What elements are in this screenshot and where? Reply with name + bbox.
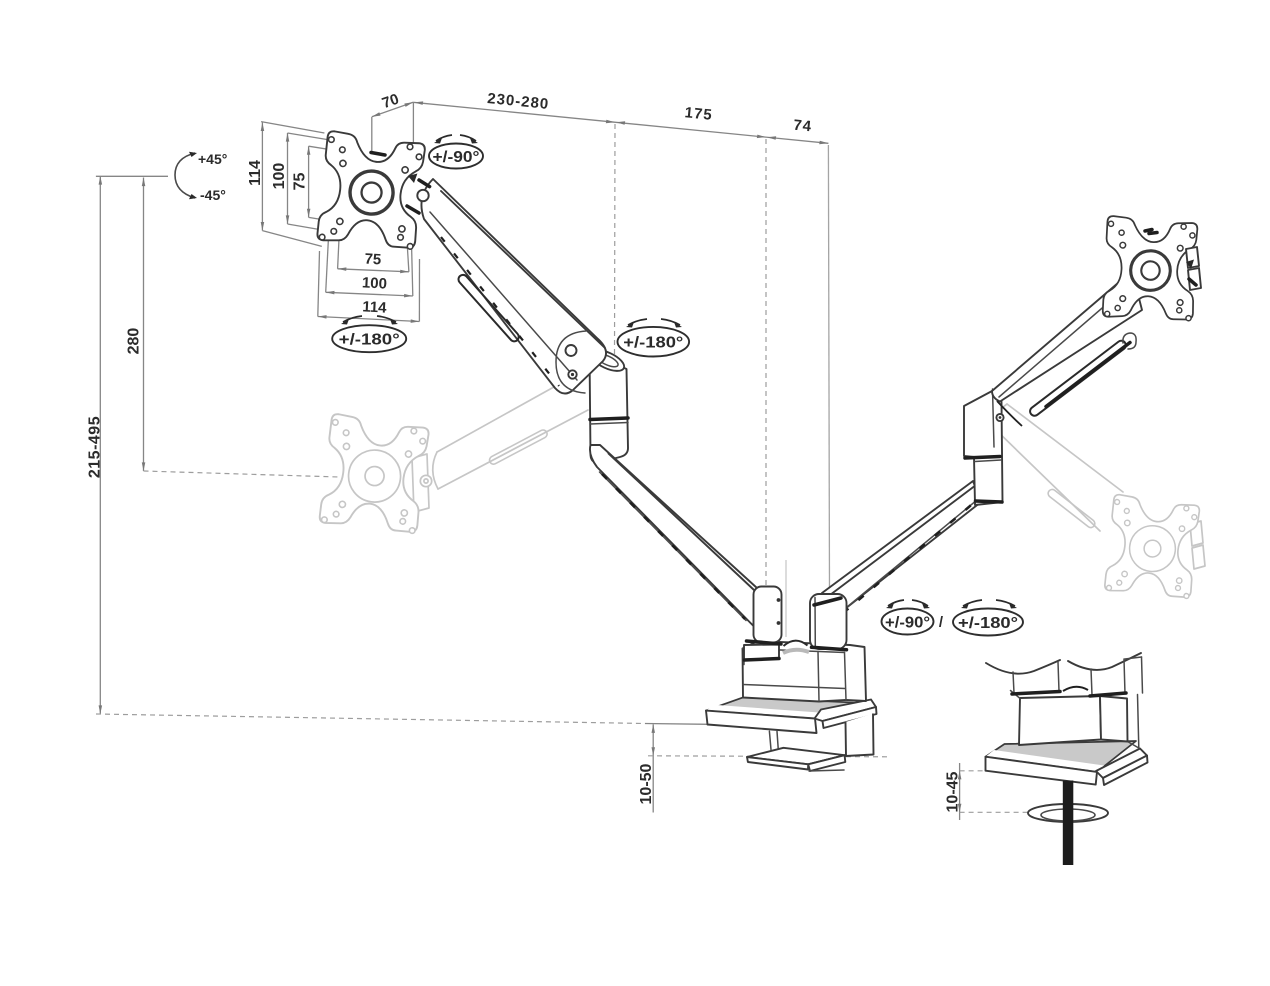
svg-text:+/-180°: +/-180° [623, 335, 683, 352]
svg-text:230-280: 230-280 [487, 90, 550, 113]
svg-text:280: 280 [126, 328, 143, 355]
svg-text:+/-180°: +/-180° [958, 615, 1018, 632]
svg-text:215-495: 215-495 [87, 416, 104, 478]
svg-text:100: 100 [271, 163, 288, 190]
svg-text:75: 75 [292, 173, 309, 191]
svg-text:114: 114 [247, 160, 264, 186]
svg-text:-45°: -45° [200, 187, 226, 203]
svg-text:10-50: 10-50 [638, 763, 655, 804]
svg-text:+45°: +45° [198, 151, 227, 167]
svg-text:175: 175 [684, 104, 714, 124]
svg-text:75: 75 [364, 251, 382, 269]
svg-text:70: 70 [380, 91, 401, 113]
svg-text:10-45: 10-45 [945, 771, 962, 812]
svg-text:+/-90°: +/-90° [885, 614, 930, 631]
svg-text:100: 100 [361, 274, 387, 292]
svg-text:+/-180°: +/-180° [339, 332, 400, 349]
svg-text:114: 114 [362, 298, 388, 316]
svg-text:/: / [939, 614, 944, 631]
svg-text:+/-90°: +/-90° [433, 149, 480, 166]
svg-text:74: 74 [793, 117, 813, 136]
